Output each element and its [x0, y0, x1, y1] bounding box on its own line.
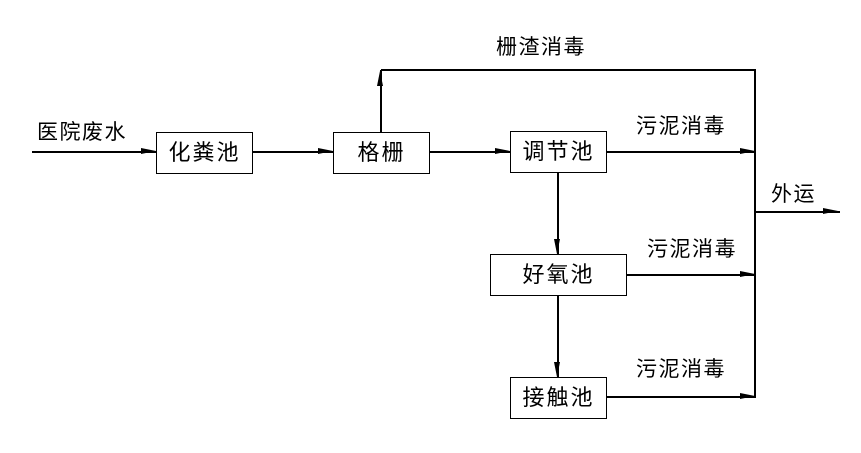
- label-outward-transport: 外运: [771, 182, 816, 206]
- line-screen-to-equalization: [430, 151, 510, 153]
- line-screenings-top: [381, 69, 755, 71]
- node-aerobic-tank: 好氧池: [490, 254, 627, 296]
- arrow-septic-to-screen: [318, 148, 333, 154]
- label-hospital-wastewater: 医院废水: [37, 120, 127, 144]
- label-screenings-disinfection: 栅渣消毒: [496, 35, 586, 59]
- arrow-influent: [141, 148, 156, 154]
- node-septic-tank: 化粪池: [156, 132, 253, 174]
- label-sludge-disinfection-1: 污泥消毒: [636, 114, 726, 138]
- label-sludge-disinfection-2: 污泥消毒: [647, 237, 737, 261]
- line-aerobic-to-contact: [557, 296, 559, 377]
- line-contact-sludge: [607, 396, 755, 398]
- line-influent: [32, 151, 156, 153]
- line-collector: [754, 69, 756, 398]
- arrow-screenings-up: [377, 71, 383, 86]
- arrow-equalization-to-aerobic: [554, 239, 560, 254]
- label-sludge-disinfection-3: 污泥消毒: [636, 357, 726, 381]
- node-bar-screen: 格栅: [333, 132, 430, 174]
- line-screen-up: [380, 70, 382, 132]
- arrow-screen-to-equalization: [495, 148, 510, 154]
- arrow-aerobic-to-contact: [554, 362, 560, 377]
- line-aerobic-sludge: [627, 274, 755, 276]
- node-contact-tank: 接触池: [510, 377, 607, 419]
- node-equalization-tank: 调节池: [510, 131, 607, 173]
- arrow-contact-sludge: [740, 393, 755, 399]
- line-outward: [755, 211, 840, 213]
- line-equalization-to-aerobic: [557, 173, 559, 254]
- arrow-aerobic-sludge: [740, 271, 755, 277]
- arrow-outward: [823, 208, 838, 214]
- arrow-equalization-sludge: [740, 148, 755, 154]
- line-equalization-sludge: [607, 151, 755, 153]
- line-septic-to-screen: [253, 151, 333, 153]
